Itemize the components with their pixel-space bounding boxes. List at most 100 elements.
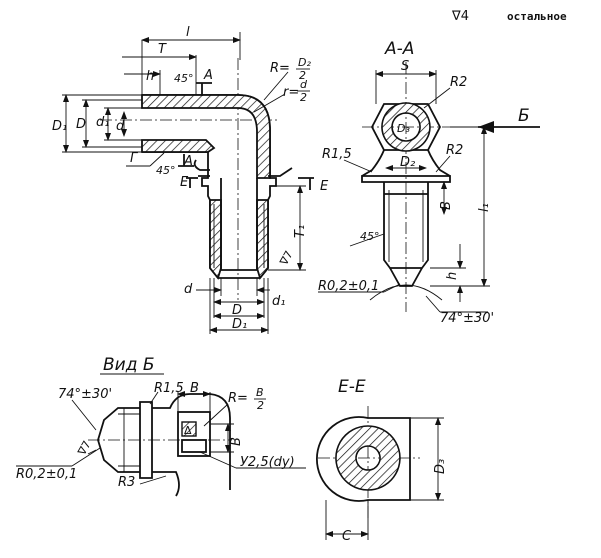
label-E-left: Е	[180, 175, 189, 190]
label-view-B-arrow: Б	[518, 106, 530, 126]
label-74-aa: 74°±30'	[440, 311, 494, 326]
label-C: С	[342, 529, 352, 544]
label-l1: l₁	[477, 203, 492, 212]
lower-wall-section	[141, 139, 216, 153]
view-b-face	[177, 411, 211, 457]
leader-RB-vb	[203, 403, 229, 427]
label-D1-bottom: D₁	[232, 317, 247, 332]
label-delta: Δ	[184, 424, 192, 437]
label-R-num: D₂	[298, 56, 311, 69]
leader-R2-mid	[435, 155, 451, 173]
leader-R	[263, 71, 289, 101]
roughness-remaining-label: остальное	[507, 10, 567, 23]
left-wall-section	[209, 199, 222, 280]
label-E-right: Е	[320, 179, 329, 194]
view-b-title: Вид Б	[103, 355, 155, 375]
label-45-top: 45°	[174, 72, 194, 85]
neck-fillets	[361, 149, 451, 177]
label-d-left: d	[116, 119, 125, 134]
label-R2-top: R2	[450, 75, 467, 90]
surface-finish-note: ∇4 остальное	[451, 9, 567, 24]
main-view: l T h 45° А R= D₂ 2 r= d 2 D₁ D	[52, 25, 329, 334]
section-e-e-outline	[315, 416, 411, 502]
label-r-den: 2	[300, 91, 307, 104]
label-A-low: А	[183, 154, 193, 169]
right-wall-section	[256, 199, 269, 280]
label-R2-mid: R2	[446, 143, 463, 158]
section-mark-e-left	[186, 177, 198, 188]
nose-outline	[97, 407, 140, 473]
leader-R15-vb	[149, 391, 159, 405]
thread-lines	[213, 204, 265, 268]
section-e-e-ring	[335, 425, 401, 491]
label-R15-vb: R1,5	[154, 381, 184, 396]
label-B-aa: В	[439, 201, 454, 210]
view-b-body	[152, 393, 231, 497]
leader-R02-vb	[71, 447, 101, 467]
label-G: Г	[130, 151, 139, 166]
leader-G	[149, 152, 165, 167]
hex-section-ring	[381, 102, 431, 152]
label-45-low: 45°	[156, 164, 176, 177]
bore-lines	[220, 178, 258, 271]
label-D-left: D	[76, 117, 86, 132]
arc-74-aa	[369, 284, 443, 301]
section-mark-e-right	[298, 177, 314, 190]
view-b-mark-box	[181, 421, 197, 437]
leader-45-aa	[349, 233, 385, 247]
leader-R02-aa	[383, 283, 401, 293]
label-D3-ee: D₃	[433, 459, 448, 474]
label-h: h	[146, 69, 154, 84]
label-D1-left: D₁	[52, 119, 67, 134]
section-a-a-title: А-А	[384, 39, 414, 59]
roughness-symbol: ∇4	[451, 9, 469, 24]
label-nabla-7: ∇7	[277, 249, 296, 269]
view-b-slot	[181, 439, 207, 453]
label-R-den: 2	[299, 69, 306, 82]
section-e-e-title: Е-Е	[338, 377, 366, 397]
collar-fillet	[193, 159, 210, 171]
label-R3: R3	[118, 475, 135, 490]
label-RB-den: 2	[257, 399, 264, 412]
label-RB-num: В	[256, 386, 264, 399]
label-R15-aa: R1,5	[322, 147, 352, 162]
nose-thread-lines	[118, 408, 140, 472]
label-R: R=	[270, 61, 290, 76]
label-h-aa: h	[445, 272, 460, 280]
stem-cone	[384, 193, 428, 287]
label-T: T	[158, 42, 167, 57]
label-45-aa: 45°	[360, 230, 380, 243]
label-nabla-vb: ∇7	[75, 439, 94, 459]
label-T1: T₁	[293, 225, 308, 238]
label-d1-bottom: d₁	[272, 294, 285, 309]
label-r: r=	[283, 85, 299, 100]
label-R02-aa: R0,2±0,1	[318, 279, 379, 294]
label-l: l	[186, 25, 190, 40]
label-D3-aa: D₃	[397, 122, 410, 135]
leader-R3	[139, 475, 167, 485]
collar-edge	[198, 167, 293, 177]
leader-r	[253, 93, 286, 113]
label-B-top-vb: В	[190, 381, 199, 396]
label-S: S	[401, 59, 409, 74]
label-B-side-vb: В	[229, 437, 244, 446]
stem-outline	[383, 182, 429, 269]
label-D2: D₂	[400, 155, 415, 170]
section-mark-a-low	[178, 154, 194, 167]
label-r-num: d	[300, 78, 308, 91]
view-b-flange	[139, 401, 153, 479]
label-d1-left: d₁	[96, 115, 109, 130]
label-74-vb: 74°±30'	[58, 387, 112, 402]
section-e-e: Е-Е D₃ С	[315, 377, 448, 544]
stem-thread-lines	[388, 190, 424, 262]
section-mark-a-top	[196, 82, 212, 96]
leader-74-vb	[71, 399, 97, 455]
label-RB: R=	[228, 391, 248, 406]
leader-R2-top	[423, 87, 451, 109]
flange	[361, 175, 451, 183]
label-R02-vb: R0,2±0,1	[16, 467, 77, 482]
label-D-bottom: D	[232, 303, 242, 318]
label-A-top: А	[203, 68, 213, 83]
view-b: Вид Б Δ 74°±30' ∇7 R1,5 В R= В 2	[16, 355, 306, 497]
